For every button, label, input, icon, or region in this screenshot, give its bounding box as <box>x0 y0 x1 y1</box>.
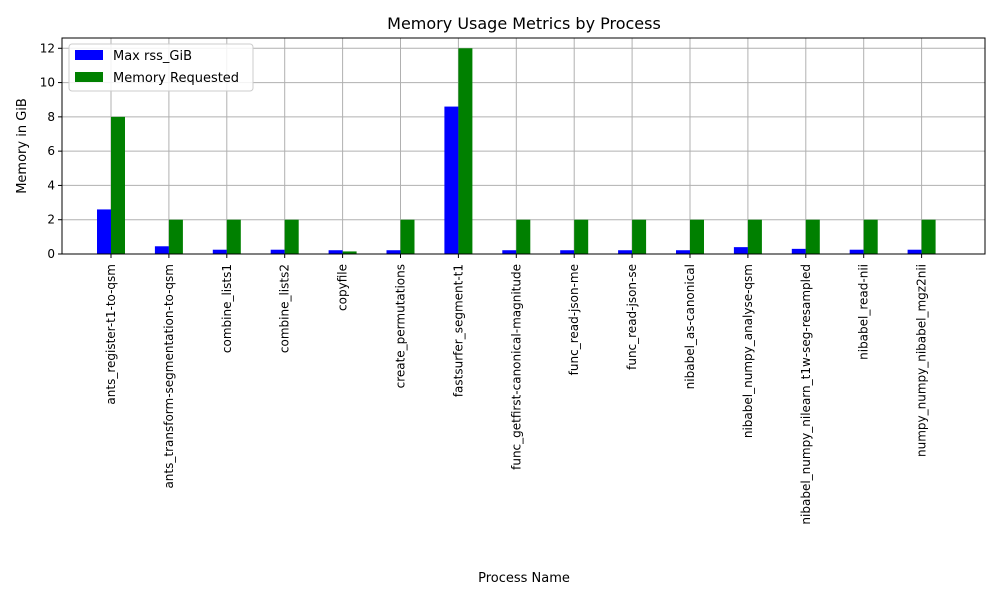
bar-memory-requested <box>111 116 125 254</box>
y-tick-label: 8 <box>47 110 55 124</box>
bar-memory-requested <box>863 219 878 254</box>
legend-label: Memory Requested <box>113 71 239 86</box>
bar-max-rss <box>791 248 806 254</box>
legend-box <box>68 43 254 92</box>
bar-memory-requested <box>342 251 357 254</box>
x-tick-label: func_getfirst-canonical-magnitude <box>509 264 523 470</box>
bars <box>97 48 936 255</box>
bar-max-rss <box>849 249 864 254</box>
bar-memory-requested <box>805 219 820 254</box>
bar-memory-requested <box>747 219 762 254</box>
bar-max-rss <box>618 250 633 254</box>
legend-label: Max rss_GiB <box>113 49 192 64</box>
bar-max-rss <box>502 250 517 254</box>
bar-memory-requested <box>516 219 531 254</box>
x-tick-label: nibabel_numpy_nilearn_t1w-seg-resampled <box>799 264 813 525</box>
bar-memory-requested <box>284 219 299 254</box>
y-axis-label: Memory in GiB <box>15 98 30 194</box>
x-tick-label: ants_transform-segmentation-to-qsm <box>162 264 176 489</box>
y-tick-label: 2 <box>47 213 55 227</box>
y-tick-label: 10 <box>40 76 55 90</box>
x-tick-label: func_read-json-se <box>625 264 639 370</box>
x-tick-label: nibabel_as-canonical <box>683 264 697 389</box>
x-tick-label: combine_lists1 <box>220 264 234 353</box>
x-tick-label: create_permutations <box>394 264 408 388</box>
x-tick-label: fastsurfer_segment-t1 <box>451 264 465 397</box>
bar-memory-requested <box>574 219 589 254</box>
y-tick-label: 0 <box>47 247 55 261</box>
x-tick-label: func_read-json-me <box>567 264 581 375</box>
x-tick-label: ants_register-t1-to-qsm <box>104 264 118 405</box>
bar-max-rss <box>212 249 227 254</box>
legend-swatch <box>75 50 103 60</box>
bar-memory-requested <box>632 219 647 254</box>
bar-memory-requested <box>921 219 936 254</box>
y-tick-label: 4 <box>47 178 55 192</box>
chart-title: Memory Usage Metrics by Process <box>387 14 661 33</box>
x-tick-label: combine_lists2 <box>278 264 292 353</box>
bar-memory-requested <box>690 219 704 254</box>
bar-max-rss <box>328 250 343 254</box>
x-tick-label: numpy_numpy_nibabel_mgz2nii <box>915 264 929 457</box>
y-tick-label: 6 <box>47 144 55 158</box>
y-tick-label: 12 <box>40 41 55 55</box>
bar-max-rss <box>386 250 401 254</box>
bar-max-rss <box>907 249 922 254</box>
plot-frame <box>61 37 986 255</box>
bar-memory-requested <box>168 219 183 254</box>
x-tick-label: nibabel_numpy_analyse-qsm <box>741 264 755 438</box>
legend: Max rss_GiB Memory Requested <box>68 43 254 92</box>
bar-max-rss <box>270 249 285 254</box>
bar-max-rss <box>676 250 690 254</box>
x-tick-label: nibabel_read-nii <box>857 264 871 360</box>
bar-memory-requested <box>226 219 241 254</box>
x-axis-label: Process Name <box>478 571 570 586</box>
x-tick-label: copyfile <box>336 264 350 311</box>
bar-max-rss <box>560 250 575 254</box>
bar-memory-requested <box>400 219 415 254</box>
bar-memory-requested <box>458 48 473 255</box>
bar-max-rss <box>97 209 111 254</box>
bar-max-rss <box>733 247 748 254</box>
bar-max-rss <box>444 106 459 254</box>
legend-swatch <box>75 72 103 82</box>
bar-max-rss <box>154 246 169 254</box>
axis-ticks: 0 2 4 6 8 10 12 ants_register-t1-to-qsm ants_tra… <box>40 41 929 524</box>
